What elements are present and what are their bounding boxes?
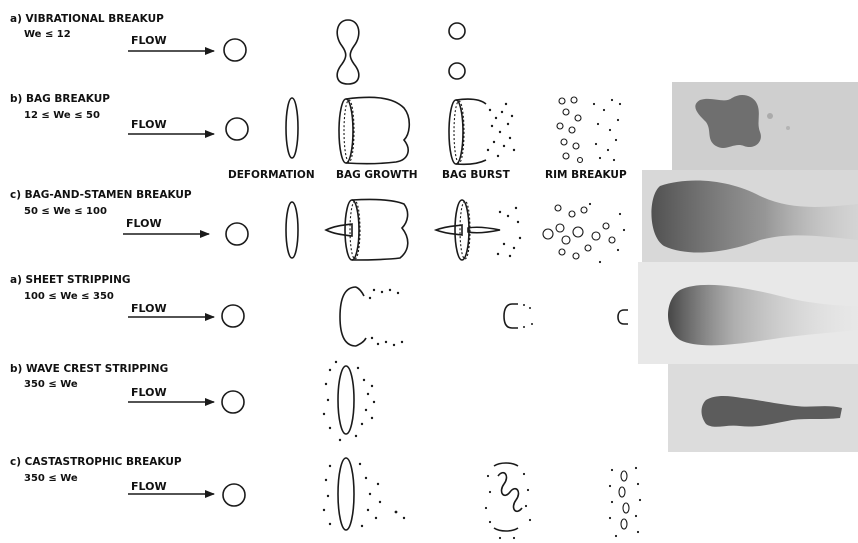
spray-dots-icon — [497, 207, 521, 257]
deformed-disk-icon — [286, 98, 298, 158]
row-title: c) BAG-AND-STAMEN BREAKUP — [10, 189, 192, 201]
wave-crest-lens-icon — [338, 366, 354, 434]
flow-label: FLOW — [131, 302, 167, 315]
daughter-droplet-icon — [449, 63, 465, 79]
droplet-icon — [223, 484, 245, 506]
fragment-ring-icon — [609, 467, 641, 537]
photo-wave-crest — [668, 364, 858, 452]
bag-shell-icon — [346, 97, 409, 163]
sheet-cap-icon — [340, 287, 366, 346]
stamen-burst-spike-icon — [436, 225, 462, 235]
spray-dots-icon — [485, 473, 531, 539]
sheet-stripping-sketch — [340, 287, 628, 346]
spray-dots-icon — [323, 463, 405, 527]
droplet-icon — [226, 223, 248, 245]
row-5-labels: b) WAVE CREST STRIPPING 350 ≤ We FLOW — [10, 363, 168, 399]
photo-bag-and-stamen — [642, 170, 858, 262]
weber-range: We ≤ 12 — [24, 29, 71, 40]
droplet-icon — [222, 391, 244, 413]
daughter-droplet-icon — [449, 23, 465, 39]
stamen-tail-icon — [468, 227, 500, 233]
flow-label: FLOW — [131, 118, 167, 131]
stage-labels: DEFORMATION BAG GROWTH BAG BURST RIM BRE… — [228, 169, 627, 181]
stripped-droplets-icon — [323, 361, 375, 441]
rim-fragments-icon — [543, 203, 625, 263]
catastrophic-lens-icon — [338, 458, 354, 530]
row-title: b) WAVE CREST STRIPPING — [10, 363, 168, 375]
weber-range: 100 ≤ We ≤ 350 — [24, 291, 114, 302]
droplet-icon — [224, 39, 246, 61]
stage-label-rim-breakup: RIM BREAKUP — [545, 169, 627, 181]
rim-fragments-icon — [557, 97, 621, 163]
row-3-labels: c) BAG-AND-STAMEN BREAKUP 50 ≤ We ≤ 100 … — [10, 189, 192, 230]
row-title: b) BAG BREAKUP — [10, 93, 110, 105]
weber-range: 350 ≤ We — [24, 473, 78, 484]
wavy-sheet-outline — [494, 463, 518, 531]
flow-label: FLOW — [131, 480, 167, 493]
stripped-droplets-icon — [523, 304, 533, 328]
stage-label-bag-growth: BAG GROWTH — [336, 169, 418, 181]
flow-label: FLOW — [131, 34, 167, 47]
row-2-labels: b) BAG BREAKUP 12 ≤ We ≤ 50 FLOW — [10, 93, 167, 131]
bag-and-stamen-sketch — [286, 199, 625, 263]
bag-breakup-sketch — [286, 97, 621, 164]
row-1-labels: a) VIBRATIONAL BREAKUP We ≤ 12 FLOW — [10, 13, 167, 47]
small-sheet-cap-icon — [504, 304, 518, 328]
tiny-sheet-cap-icon — [618, 310, 628, 324]
stage-label-bag-burst: BAG BURST — [442, 169, 511, 181]
row-6-labels: c) CASTASTROPHIC BREAKUP 350 ≤ We FLOW — [10, 456, 182, 493]
flow-label: FLOW — [131, 386, 167, 399]
weber-range: 12 ≤ We ≤ 50 — [24, 110, 100, 121]
stage-label-deformation: DEFORMATION — [228, 169, 315, 181]
vibrational-breakup-sketch — [337, 20, 465, 84]
peanut-droplet-icon — [337, 20, 359, 84]
photo-bag-breakup — [672, 82, 858, 170]
row-title: a) VIBRATIONAL BREAKUP — [10, 13, 164, 25]
deformed-disk-icon — [286, 202, 298, 258]
wave-crest-stripping-sketch — [323, 361, 375, 441]
row-title: c) CASTASTROPHIC BREAKUP — [10, 456, 182, 468]
initial-droplets — [222, 39, 248, 506]
wavy-sheet-icon — [498, 473, 522, 512]
photo-sheet-stripping — [638, 262, 858, 364]
catastrophic-breakup-sketch — [323, 458, 641, 539]
stripped-droplets-icon — [369, 289, 403, 346]
droplet-icon — [222, 305, 244, 327]
weber-range: 50 ≤ We ≤ 100 — [24, 206, 107, 217]
row-title: a) SHEET STRIPPING — [10, 274, 130, 286]
weber-range: 350 ≤ We — [24, 379, 78, 390]
stamen-spike-icon — [326, 224, 352, 236]
row-4-labels: a) SHEET STRIPPING 100 ≤ We ≤ 350 FLOW — [10, 274, 167, 315]
flow-label: FLOW — [126, 217, 162, 230]
droplet-icon — [226, 118, 248, 140]
spray-dots-icon — [487, 103, 515, 157]
